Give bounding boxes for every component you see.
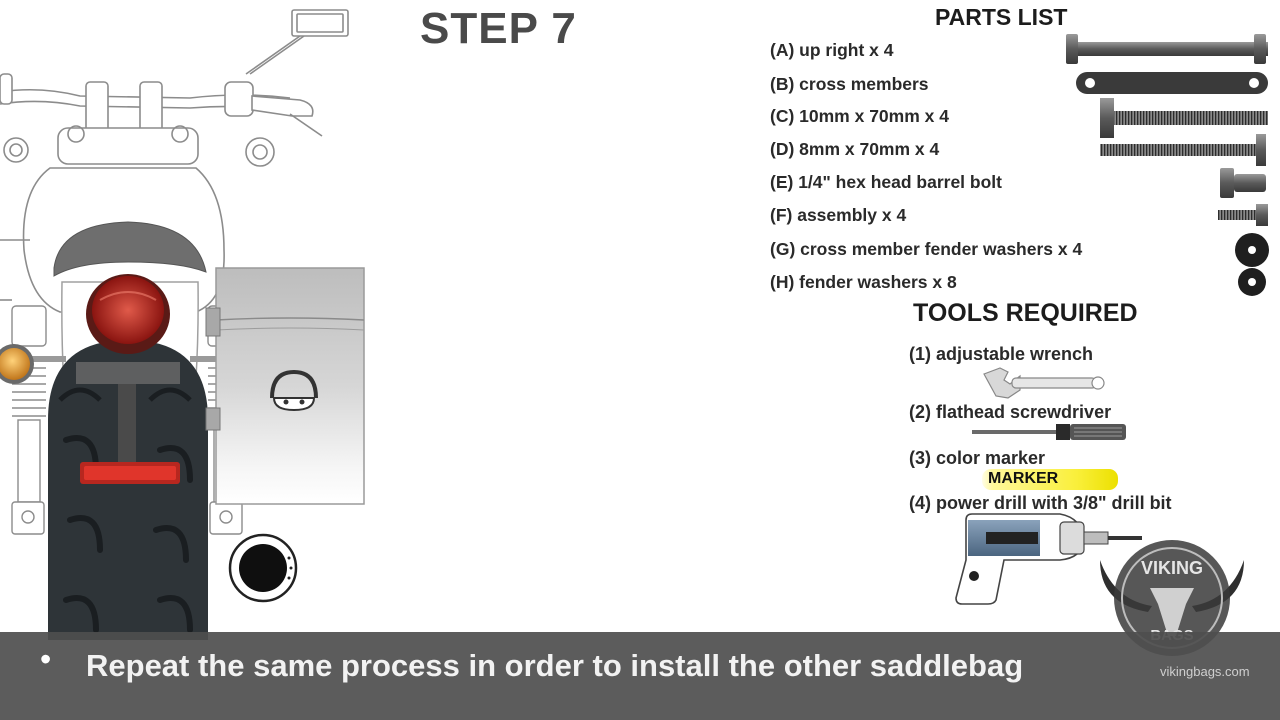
caption-bar — [0, 632, 1280, 720]
tool-item-drill: (4) power drill with 3/8" drill bit — [909, 493, 1172, 513]
rear-tire — [48, 340, 208, 640]
motorcycle-drawing — [0, 9, 349, 313]
part-item-e: (E) 1/4" hex head barrel bolt — [770, 172, 1002, 192]
part-h-washer — [1238, 268, 1266, 296]
marker-icon — [982, 469, 1118, 490]
part-item-g: (G) cross member fender washers x 4 — [770, 239, 1083, 259]
part-d-bolt-8mm — [1100, 134, 1266, 166]
part-item-c: (C) 10mm x 70mm x 4 — [770, 106, 949, 126]
step-title: STEP 7 — [420, 4, 577, 53]
tool-item-wrench: (1) adjustable wrench — [909, 344, 1094, 364]
caption-text: Repeat the same process in order to inst… — [86, 648, 1024, 683]
part-e-barrel-bolt — [1220, 168, 1266, 198]
part-a-upright — [1066, 34, 1268, 64]
parts-list-title: PARTS LIST — [935, 4, 1068, 30]
part-c-bolt-10mm — [1100, 98, 1268, 138]
saddlebag — [205, 267, 365, 505]
part-item-b: (B) cross members — [770, 74, 929, 94]
turn-signal-left — [0, 344, 66, 384]
tool-item-marker: (3) color marker — [909, 448, 1046, 468]
part-item-d: (D) 8mm x 70mm x 4 — [770, 139, 940, 159]
part-item-f: (F) assembly x 4 — [770, 205, 907, 225]
marker-label: MARKER — [988, 470, 1059, 487]
left-shock — [11, 305, 47, 535]
tools-required-title: TOOLS REQUIRED — [913, 299, 1138, 327]
part-item-h: (H) fender washers x 8 — [770, 272, 957, 292]
seat — [53, 221, 207, 277]
logo-url: vikingbags.com — [1160, 664, 1250, 679]
power-drill-icon — [955, 513, 1142, 605]
viking-bags-logo: VIKING BAGS — [1100, 540, 1244, 656]
part-b-cross-member — [1076, 72, 1268, 94]
screwdriver-icon — [972, 424, 1126, 440]
washer-detail — [228, 533, 298, 603]
part-g-fender-washer — [1235, 233, 1269, 267]
tool-item-screwdriver: (2) flathead screwdriver — [909, 402, 1112, 422]
part-f-assembly — [1218, 204, 1268, 226]
part-item-a: (A) up right x 4 — [770, 40, 894, 60]
wrench-icon — [983, 367, 1105, 399]
caption-bullet: • — [40, 641, 52, 677]
logo-top-text: VIKING — [1141, 558, 1203, 578]
